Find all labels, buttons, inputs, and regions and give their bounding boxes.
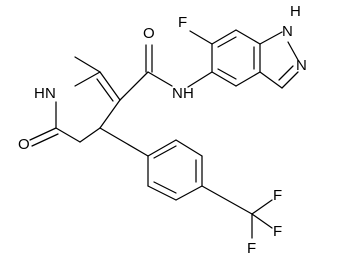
bond-c5-c6-double	[96, 78, 114, 102]
bond-cf3-f-top	[251, 199, 273, 215]
atom-h-ring: H	[34, 85, 45, 102]
atom-h-amide: H	[183, 85, 194, 102]
atom-labels: O N H F H N N H N O F F F	[18, 3, 307, 257]
atom-n-amide: N	[172, 85, 183, 102]
bond-methyl	[74, 56, 101, 73]
atom-f-indazole: F	[178, 14, 187, 31]
atom-h-indazole: H	[290, 3, 301, 20]
bond-ind-f	[189, 30, 213, 45]
bond-c2-c3	[55, 127, 81, 143]
bond-n-aryl	[187, 71, 213, 88]
bond-ph-1-double	[153, 145, 177, 159]
atom-o-lactam: O	[18, 136, 30, 153]
bond-c4-c5	[99, 99, 121, 129]
atom-n2-indazole: N	[296, 57, 307, 74]
atom-o-amide: O	[143, 25, 155, 42]
atom-n1-indazole: N	[282, 23, 293, 40]
bond-c3-c4	[79, 127, 101, 143]
bond-c5-camide	[119, 71, 149, 101]
bond-ph-cf3	[201, 185, 253, 215]
bond-c6-n1	[74, 71, 101, 87]
bond-pyr-3-double	[278, 65, 294, 81]
bond-ind-5	[235, 71, 261, 87]
atom-f-cf3-right: F	[273, 223, 282, 240]
atom-f-cf3-top: F	[273, 187, 282, 204]
bond-ph-5	[147, 185, 177, 201]
bond-pyr-2	[287, 41, 299, 61]
bond-pyr-4	[259, 71, 283, 89]
bond-ph-1	[147, 139, 177, 157]
bond-ph-2	[175, 139, 203, 157]
bond-ind-6	[211, 71, 237, 87]
bond-camide-n	[147, 71, 173, 87]
bond-cf3-f-right	[251, 213, 273, 229]
bond-ind-6-double	[217, 68, 237, 80]
atom-f-cf3-bottom: F	[247, 240, 256, 257]
bond-ind-3	[235, 29, 261, 45]
bond-c5-c6	[99, 71, 121, 101]
bond-ind-2-double	[217, 36, 237, 48]
atom-n-ring: N	[45, 85, 56, 102]
bonds	[29, 29, 299, 239]
bond-ph-4	[175, 185, 203, 201]
bond-c4-aryl	[99, 127, 149, 157]
bond-ind-2	[211, 29, 237, 45]
bond-pyr-3	[281, 71, 299, 89]
bond-c2-o	[29, 127, 57, 141]
bond-ph-5-double	[153, 181, 177, 194]
bond-c2-o-double	[31, 133, 59, 147]
bond-pyr-1	[259, 31, 283, 45]
